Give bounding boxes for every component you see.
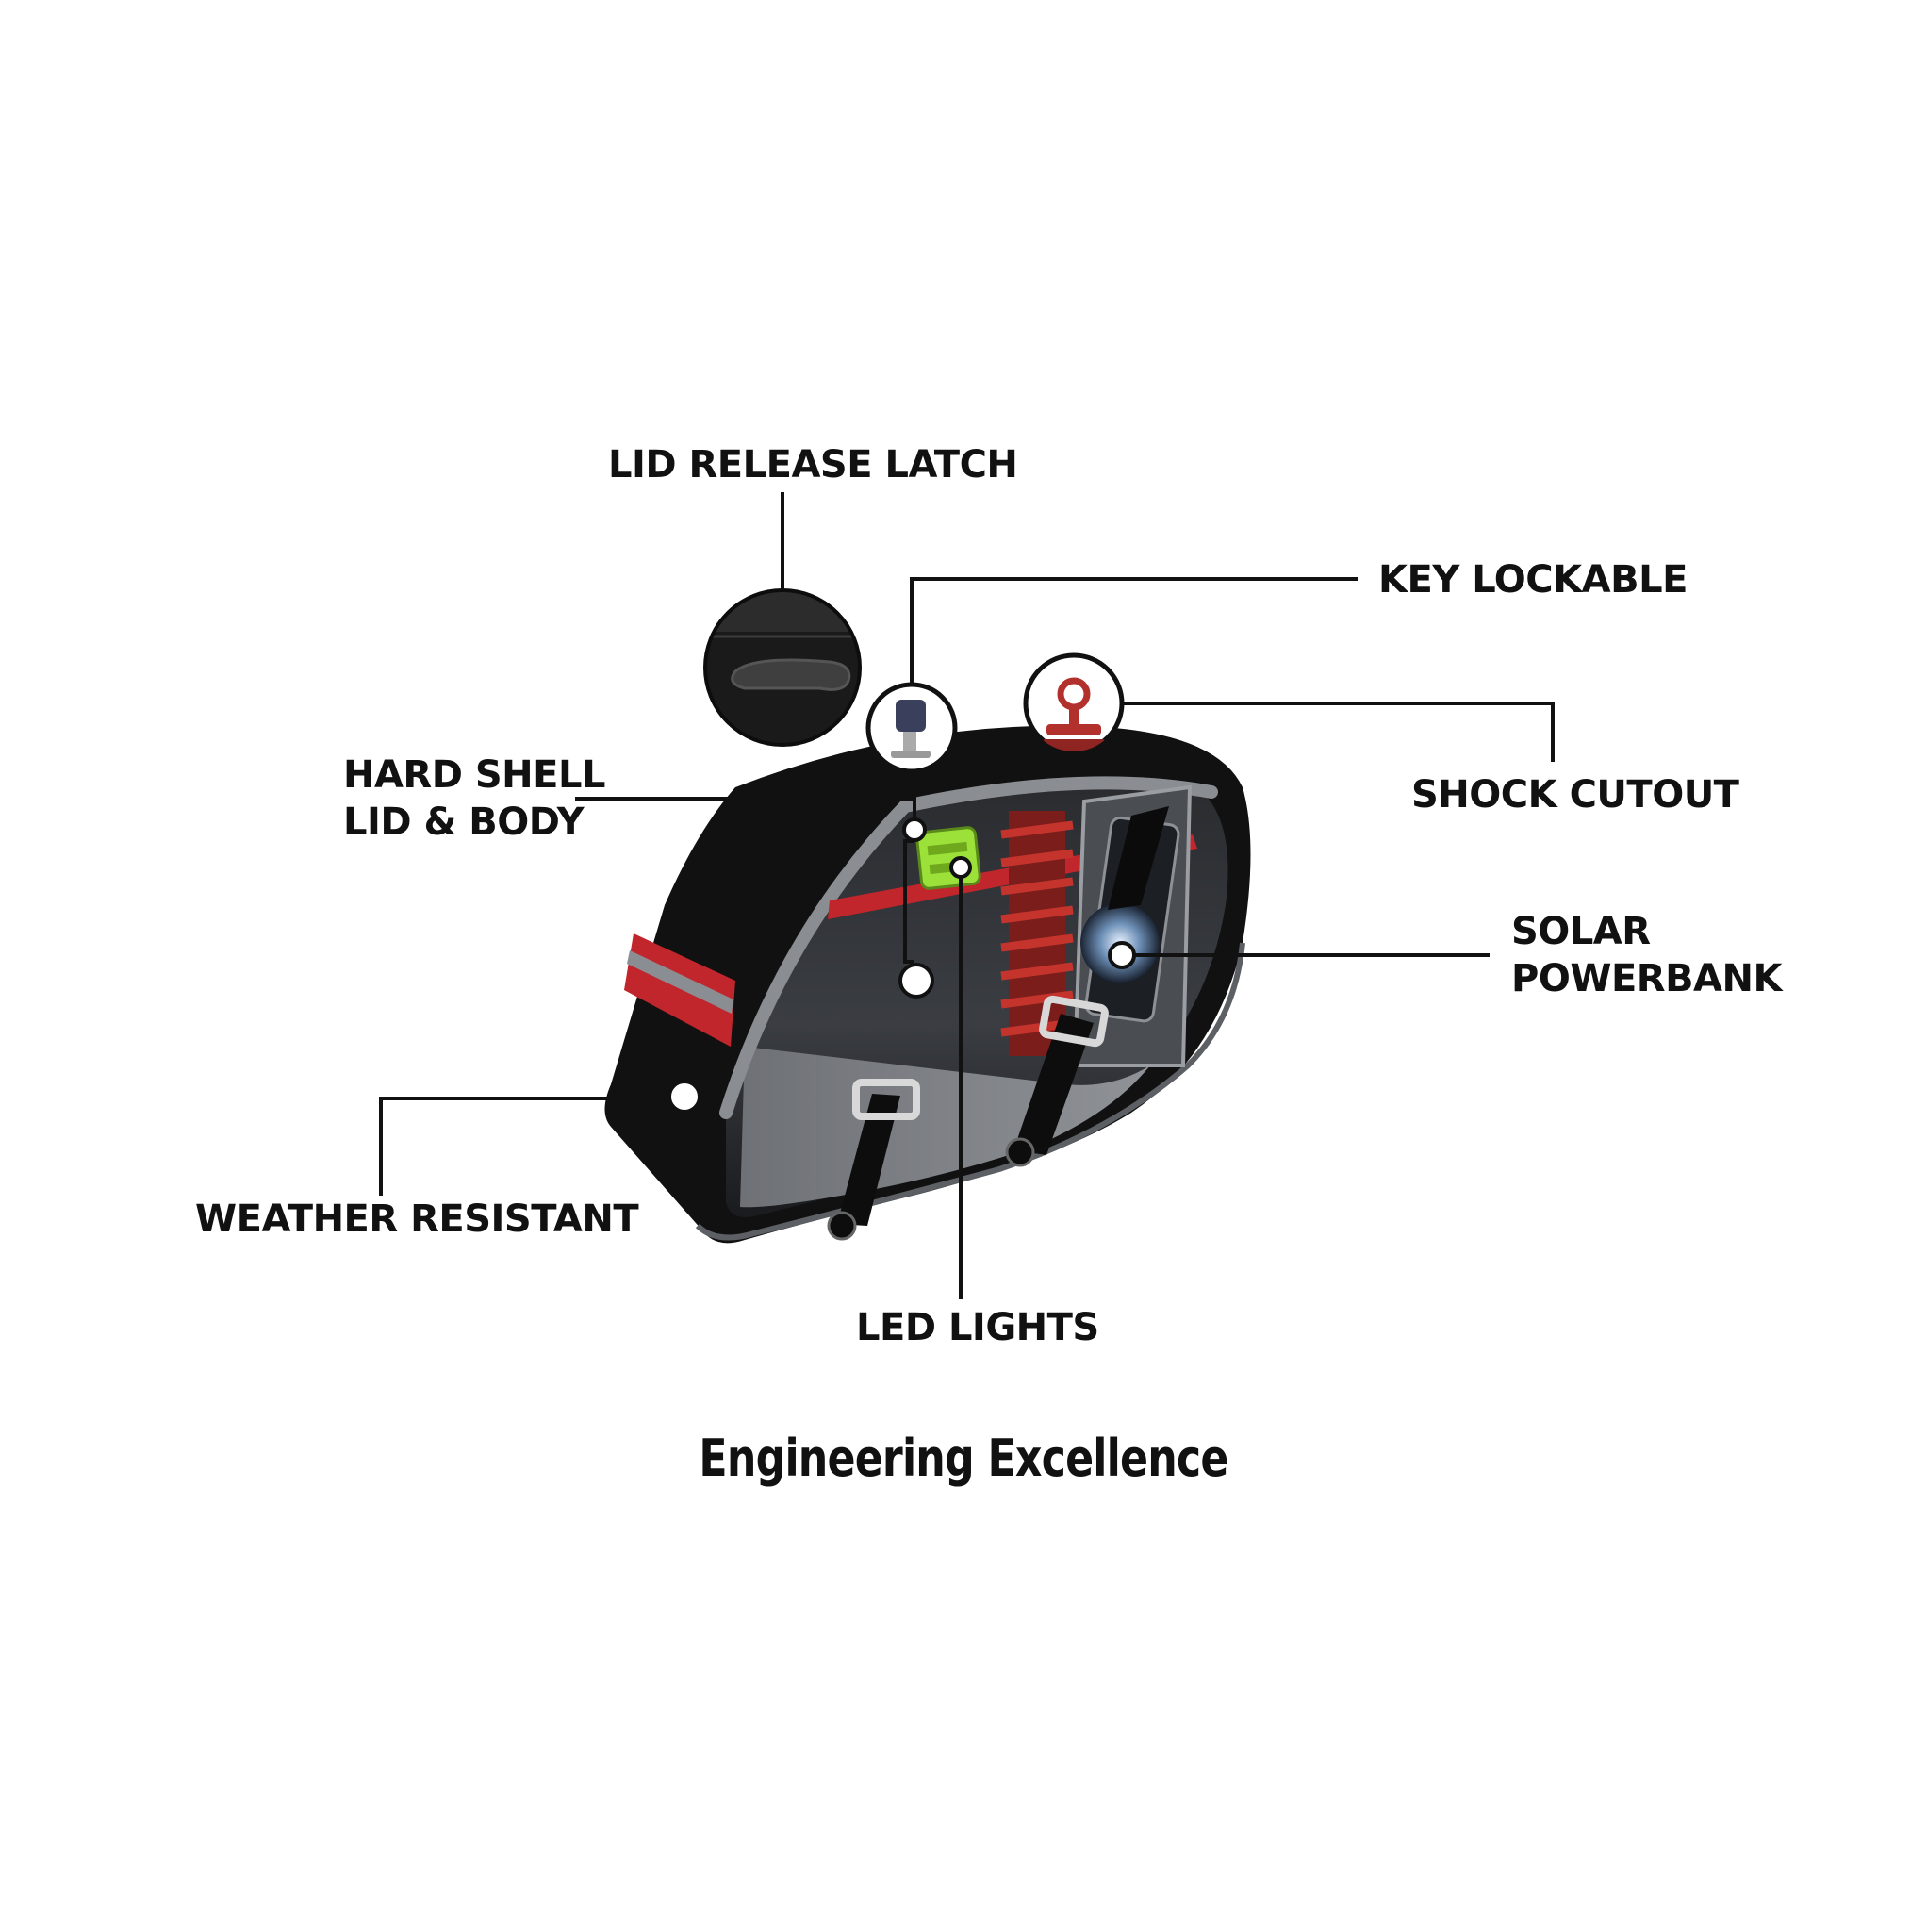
dot-hard-shell-top bbox=[902, 817, 927, 842]
label-weather-resistant: WEATHER RESISTANT bbox=[195, 1197, 639, 1241]
dot-weather bbox=[667, 1080, 701, 1114]
caption-engineering-excellence: Engineering Excellence bbox=[699, 1428, 1228, 1488]
shock-detail-circle bbox=[1023, 652, 1125, 754]
dot-hard-shell-body bbox=[898, 963, 934, 999]
body-trim bbox=[695, 942, 1245, 1241]
shock-spring bbox=[1000, 811, 1074, 1056]
label-solar-line1: SOLAR bbox=[1511, 910, 1651, 953]
leader-shock-cutout bbox=[1122, 702, 1555, 762]
label-hard-shell-line2: LID & BODY bbox=[343, 801, 585, 844]
key-detail-circle bbox=[865, 682, 958, 774]
leader-weather bbox=[379, 1097, 669, 1196]
label-lid-release-latch: LID RELEASE LATCH bbox=[608, 443, 1018, 487]
label-led-lights: LED LIGHTS bbox=[856, 1306, 1099, 1349]
leader-lines bbox=[379, 492, 1555, 1299]
lid-trim bbox=[719, 776, 1218, 1119]
front-strap-left bbox=[827, 1079, 920, 1241]
led-panel bbox=[915, 826, 981, 890]
leader-key-lockable bbox=[910, 577, 1358, 685]
label-shock-cutout: SHOCK CUTOUT bbox=[1411, 773, 1739, 817]
front-strap-right bbox=[1005, 995, 1109, 1167]
callout-dots bbox=[667, 817, 1136, 1114]
label-hard-shell-line1: HARD SHELL bbox=[343, 753, 605, 797]
dot-led bbox=[949, 856, 972, 879]
label-key-lockable: KEY LOCKABLE bbox=[1378, 558, 1688, 602]
leader-hard-shell bbox=[575, 797, 916, 830]
latch-detail-circle bbox=[703, 588, 862, 747]
gray-stripe-side bbox=[627, 950, 733, 1014]
label-solar-line2: POWERBANK bbox=[1511, 957, 1782, 1000]
dot-solar bbox=[1108, 941, 1136, 969]
